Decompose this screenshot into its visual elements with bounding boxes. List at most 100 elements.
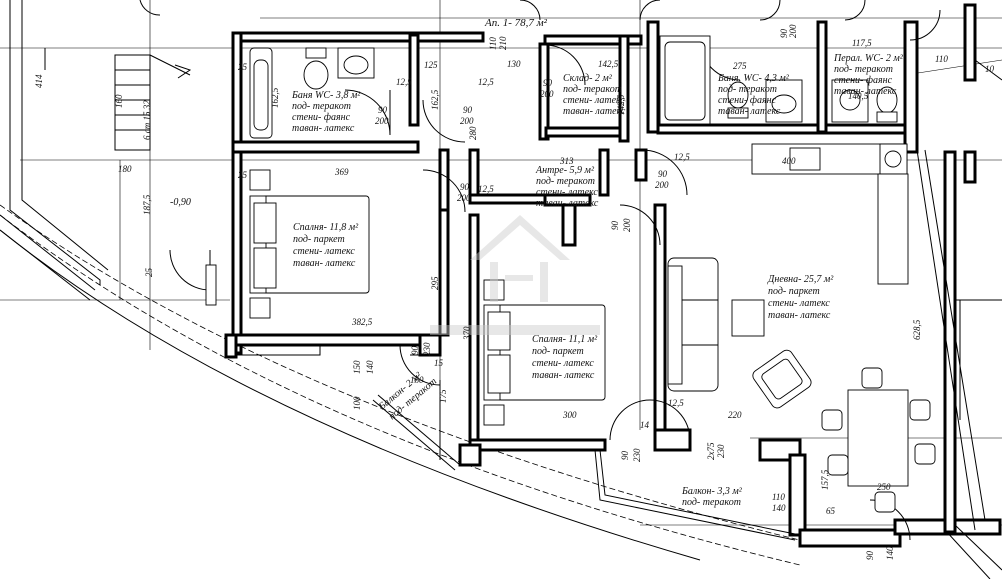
fixtures xyxy=(249,35,909,285)
svg-text:142,5: 142,5 xyxy=(616,94,626,115)
room-laundry: Перал. WC- 2 м² под- теракот стени- фаян… xyxy=(833,53,904,97)
svg-text:162,5: 162,5 xyxy=(270,87,280,108)
svg-text:под- теракот: под- теракот xyxy=(536,176,595,187)
svg-text:90: 90 xyxy=(460,182,470,192)
svg-text:142,5: 142,5 xyxy=(598,59,619,69)
svg-text:90: 90 xyxy=(463,105,473,115)
svg-text:стени- фаянс: стени- фаянс xyxy=(834,75,893,86)
svg-text:628,5: 628,5 xyxy=(912,319,922,340)
svg-text:таван- латекс: таван- латекс xyxy=(293,258,356,269)
svg-text:110: 110 xyxy=(935,54,948,64)
svg-text:стени- фаянс: стени- фаянс xyxy=(292,112,351,123)
svg-text:100: 100 xyxy=(352,396,362,410)
svg-text:Склад- 2 м²: Склад- 2 м² xyxy=(563,73,613,84)
svg-text:313: 313 xyxy=(559,156,574,166)
furniture xyxy=(249,169,936,513)
svg-text:-0,90: -0,90 xyxy=(170,197,191,208)
svg-text:15: 15 xyxy=(434,358,444,368)
svg-text:230: 230 xyxy=(716,444,726,458)
svg-text:200: 200 xyxy=(655,180,669,190)
svg-text:90: 90 xyxy=(620,451,630,461)
svg-text:под- теракот: под- теракот xyxy=(718,84,777,95)
svg-text:12,5: 12,5 xyxy=(478,184,494,194)
svg-text:Дневна- 25,7 м²: Дневна- 25,7 м² xyxy=(767,274,834,285)
svg-text:200: 200 xyxy=(457,193,471,203)
svg-text:90: 90 xyxy=(378,105,388,115)
svg-text:Спалня- 11,1 м²: Спалня- 11,1 м² xyxy=(532,334,598,345)
svg-text:14: 14 xyxy=(640,420,650,430)
svg-text:12,5: 12,5 xyxy=(674,152,690,162)
svg-text:под- теракот: под- теракот xyxy=(682,497,741,508)
svg-text:160: 160 xyxy=(114,94,124,108)
doors xyxy=(139,0,941,541)
room-storage: Склад- 2 м² под- теракот стени- латекс т… xyxy=(563,73,626,117)
room-living: Дневна- 25,7 м² под- паркет стени- латек… xyxy=(767,274,834,321)
svg-text:стени- латекс: стени- латекс xyxy=(532,358,594,369)
svg-text:25: 25 xyxy=(238,170,248,180)
svg-text:25: 25 xyxy=(238,62,248,72)
svg-text:стени- латекс: стени- латекс xyxy=(293,246,355,257)
svg-text:175: 175 xyxy=(438,389,448,403)
svg-text:230: 230 xyxy=(632,448,642,462)
svg-text:Баня, WC- 4,3 м²: Баня, WC- 4,3 м² xyxy=(717,73,790,84)
svg-text:90: 90 xyxy=(658,169,668,179)
svg-text:таван- латекс: таван- латекс xyxy=(768,310,831,321)
svg-text:90: 90 xyxy=(865,551,875,561)
right-facade xyxy=(916,59,1002,531)
room-bedroom2: Спалня- 11,1 м² под- паркет стени- латек… xyxy=(532,334,598,381)
apartment-title: Ап. 1- 78,7 м² xyxy=(484,17,548,29)
svg-text:Перал. WC- 2 м²: Перал. WC- 2 м² xyxy=(833,53,904,64)
svg-text:стени- латекс: стени- латекс xyxy=(563,95,625,106)
svg-text:90: 90 xyxy=(610,221,620,231)
svg-text:12,5: 12,5 xyxy=(478,77,494,87)
svg-text:под- паркет: под- паркет xyxy=(768,286,820,297)
svg-text:200: 200 xyxy=(375,116,389,126)
svg-text:таван- латекс: таван- латекс xyxy=(718,106,781,117)
svg-text:200: 200 xyxy=(622,218,632,232)
svg-text:200: 200 xyxy=(788,24,798,38)
room-bedroom1: Спалня- 11,8 м² под- паркет стени- латек… xyxy=(293,222,359,269)
bay-window xyxy=(235,345,1002,579)
svg-text:300: 300 xyxy=(562,410,577,420)
svg-text:180: 180 xyxy=(118,164,132,174)
left-facade xyxy=(0,0,109,301)
svg-text:210: 210 xyxy=(498,36,508,50)
svg-text:140: 140 xyxy=(365,360,375,374)
svg-text:стени- фаянс: стени- фаянс xyxy=(718,95,777,106)
svg-text:220: 220 xyxy=(728,410,742,420)
svg-text:10: 10 xyxy=(985,64,995,74)
svg-text:под- паркет: под- паркет xyxy=(293,234,345,245)
room-bath2: Баня, WC- 4,3 м² под- теракот стени- фая… xyxy=(717,73,790,117)
room-balcony2: Балкон- 3,3 м² под- теракот xyxy=(681,486,743,508)
svg-text:200: 200 xyxy=(540,89,554,99)
svg-text:под- паркет: под- паркет xyxy=(532,346,584,357)
svg-text:12,5: 12,5 xyxy=(668,398,684,408)
room-bath1: Баня WC- 3,8 м² под- теракот стени- фаян… xyxy=(291,90,361,134)
svg-text:140: 140 xyxy=(772,503,786,513)
svg-text:130: 130 xyxy=(507,59,521,69)
svg-text:200: 200 xyxy=(460,116,474,126)
svg-text:125: 125 xyxy=(424,60,438,70)
entrance-door xyxy=(169,249,211,291)
dimension-labels: 414 160 6 cm 15 32 180 187,5 -0,90 25 25… xyxy=(34,24,995,560)
svg-text:под- теракот: под- теракот xyxy=(563,84,622,95)
svg-text:295: 295 xyxy=(430,276,440,290)
terrace-curve-2 xyxy=(0,214,801,566)
svg-text:90: 90 xyxy=(543,78,553,88)
svg-text:162,5: 162,5 xyxy=(430,89,440,110)
svg-text:стени- латекс: стени- латекс xyxy=(768,298,830,309)
svg-text:таван- латекс: таван- латекс xyxy=(834,86,897,97)
terrace-curve xyxy=(0,204,821,546)
svg-text:6 cm 15 32: 6 cm 15 32 xyxy=(142,100,152,140)
svg-text:Антре- 5,9 м²: Антре- 5,9 м² xyxy=(535,165,595,176)
terrace-curve-3 xyxy=(0,229,701,561)
svg-text:150: 150 xyxy=(352,360,362,374)
svg-text:370: 370 xyxy=(462,326,472,341)
svg-text:таван- латекс: таван- латекс xyxy=(292,123,355,134)
svg-text:25: 25 xyxy=(144,268,154,278)
svg-text:382,5: 382,5 xyxy=(351,317,373,327)
svg-text:2x75: 2x75 xyxy=(706,442,716,460)
svg-text:под- теракот: под- теракот xyxy=(834,64,893,75)
svg-text:187,5: 187,5 xyxy=(142,194,152,215)
